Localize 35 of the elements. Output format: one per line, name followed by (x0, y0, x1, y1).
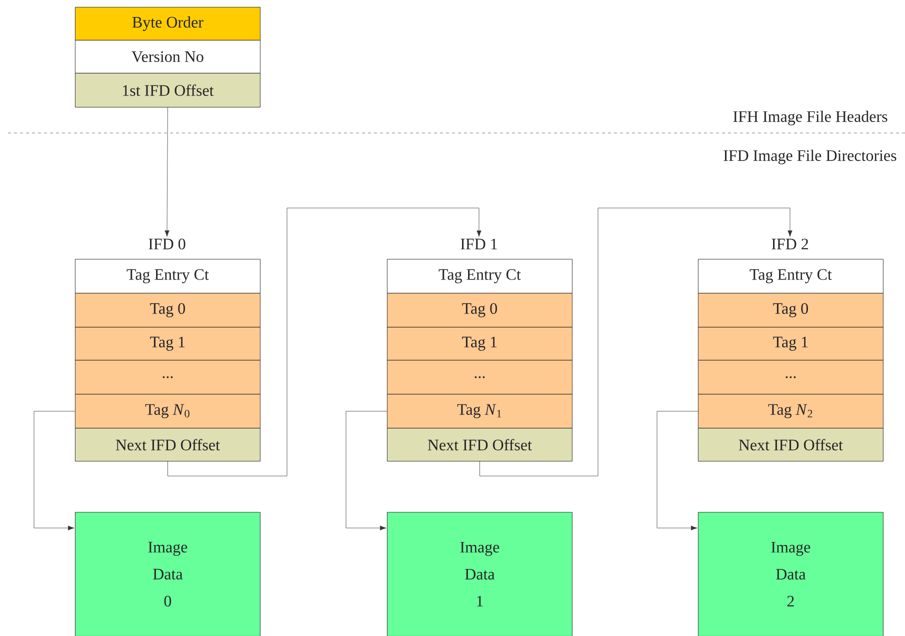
image-data-box: Image Data 1 (387, 512, 572, 636)
section-label: IFH Image File Headers (733, 110, 888, 126)
directory-entry: Tag Entry Ct (387, 259, 572, 294)
header-field: Byte Order (75, 7, 260, 40)
directory-entry: Tag 1 (698, 327, 884, 360)
header-field: 1st IFD Offset (75, 73, 260, 108)
directory-entry: ... (698, 360, 884, 394)
image-data-box: Image Data 2 (698, 512, 884, 636)
arrow (168, 208, 482, 476)
directory-entry: ... (75, 360, 260, 394)
directory-entry: Tag Entry Ct (698, 259, 884, 294)
arrow (34, 411, 76, 530)
directory-entry: Tag 0 (698, 293, 884, 328)
arrow (656, 411, 698, 530)
directory-entry: Next IFD Offset (75, 428, 260, 462)
directory-entry: Next IFD Offset (698, 428, 884, 462)
directory-entry: Tag N$_{0}$ (75, 394, 260, 428)
directory-entry: Tag 0 (387, 293, 572, 328)
arrow (480, 208, 792, 476)
directory-entry: Tag N$_{2}$ (698, 394, 884, 428)
arrow (164, 107, 170, 237)
directory-entry: Tag N$_{1}$ (387, 394, 572, 428)
directory-entry: ... (387, 360, 572, 394)
directory-entry: Next IFD Offset (387, 428, 572, 462)
directory-entry: Tag 0 (75, 293, 260, 328)
section-label: IFD Image File Directories (724, 150, 896, 164)
directory-heading: IFD 0 (148, 238, 186, 250)
image-data-box: Image Data 0 (75, 512, 260, 636)
directory-entry: Tag Entry Ct (75, 259, 260, 294)
directory-entry: Tag 1 (75, 327, 260, 360)
directory-entry: Tag 1 (387, 327, 572, 360)
arrow (346, 411, 388, 530)
header-field: Version No (75, 40, 260, 74)
directory-heading: IFD 2 (772, 238, 808, 250)
directory-heading: IFD 1 (460, 238, 497, 250)
